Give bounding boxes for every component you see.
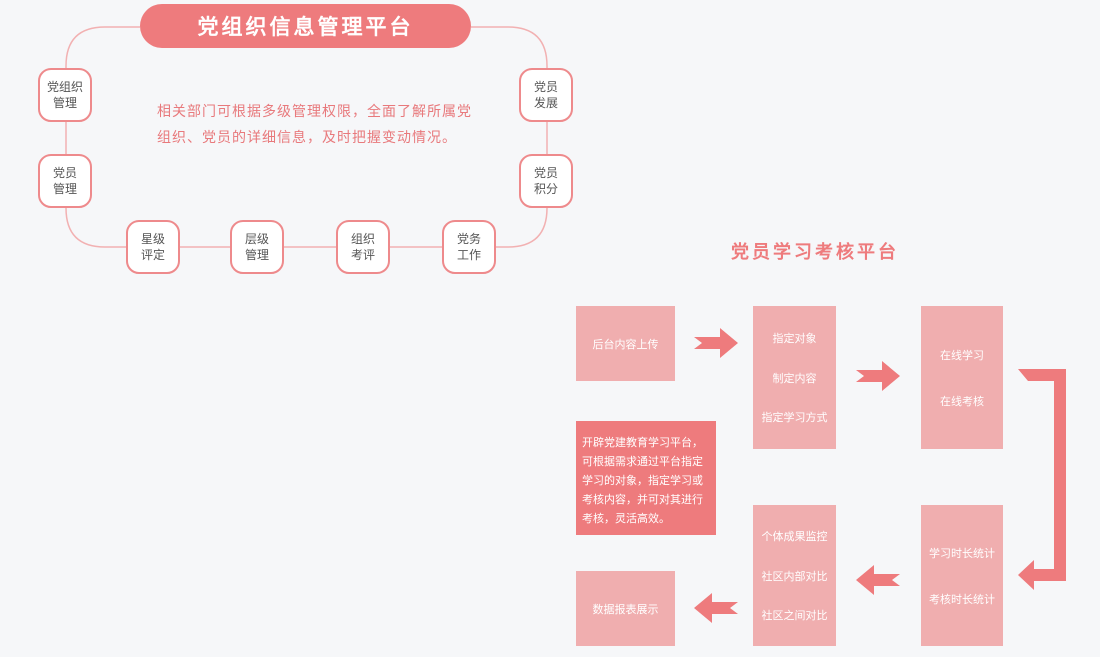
box-item: 指定对象 [772, 331, 817, 345]
node-party-affairs[interactable]: 党务 工作 [442, 220, 496, 274]
node-label-line: 组织 [350, 232, 375, 246]
node-label-line: 党组织 [46, 80, 83, 94]
box-item: 后台内容上传 [592, 337, 659, 351]
box-item: 数据报表展示 [592, 602, 659, 616]
arrow-monitor-to-report [694, 593, 738, 623]
box-content-upload: 后台内容上传 [576, 306, 675, 381]
study-platform-title: 党员学习考核平台 [731, 242, 899, 263]
box-item: 个体成果监控 [761, 530, 828, 544]
node-label-line: 发展 [533, 96, 558, 110]
node-member-points[interactable]: 党员 积分 [519, 154, 573, 208]
org-platform-description: 相关部门可根据多级管理权限，全面了解所属党组织、党员的详细信息，及时把握变动情况… [157, 104, 472, 146]
node-level-management[interactable]: 层级 管理 [230, 220, 284, 274]
node-label-line: 工作 [456, 248, 481, 262]
box-monitor: 个体成果监控 社区内部对比 社区之间对比 [753, 505, 836, 646]
arrow-upload-to-assign [694, 328, 738, 358]
node-member-management[interactable]: 党员 管理 [38, 154, 92, 208]
box-assign: 指定对象 制定内容 指定学习方式 [753, 306, 836, 449]
node-label-line: 管理 [52, 182, 77, 196]
box-item: 在线考核 [940, 394, 984, 408]
node-party-org-management[interactable]: 党组织 管理 [38, 68, 92, 122]
node-label-line: 考评 [350, 248, 375, 262]
arrow-assign-to-online [856, 361, 900, 391]
box-item: 学习时长统计 [929, 546, 995, 560]
node-label-line: 星级 [140, 232, 165, 246]
box-report: 数据报表展示 [576, 571, 675, 646]
box-stats: 学习时长统计 考核时长统计 [921, 505, 1003, 646]
node-label-line: 党员 [533, 166, 558, 180]
node-label-line: 管理 [244, 248, 269, 262]
arrow-stats-to-monitor [856, 565, 900, 595]
org-platform-title: 党组织信息管理平台 [140, 4, 471, 48]
node-label-line: 积分 [533, 182, 558, 196]
box-item: 指定学习方式 [761, 411, 828, 425]
study-platform-note: 开辟党建教育学习平台，可根据需求通过平台指定学习的对象，指定学习或考核内容，并可… [576, 421, 716, 535]
node-star-rating[interactable]: 星级 评定 [126, 220, 180, 274]
box-item: 制定内容 [772, 371, 817, 385]
node-label-line: 党务 [456, 232, 481, 246]
box-item: 社区内部对比 [761, 569, 828, 583]
node-label-line: 管理 [52, 96, 77, 110]
box-item: 考核时长统计 [929, 592, 995, 606]
box-item: 社区之间对比 [761, 608, 828, 622]
org-frame-line [65, 26, 548, 248]
arrow-online-to-stats [1018, 369, 1066, 590]
node-label-line: 党员 [533, 80, 558, 94]
node-label-line: 党员 [52, 166, 77, 180]
node-member-development[interactable]: 党员 发展 [519, 68, 573, 122]
node-label-line: 评定 [140, 248, 165, 262]
box-item: 在线学习 [940, 348, 984, 362]
box-online: 在线学习 在线考核 [921, 306, 1003, 449]
node-org-evaluation[interactable]: 组织 考评 [336, 220, 390, 274]
node-label-line: 层级 [244, 232, 269, 246]
